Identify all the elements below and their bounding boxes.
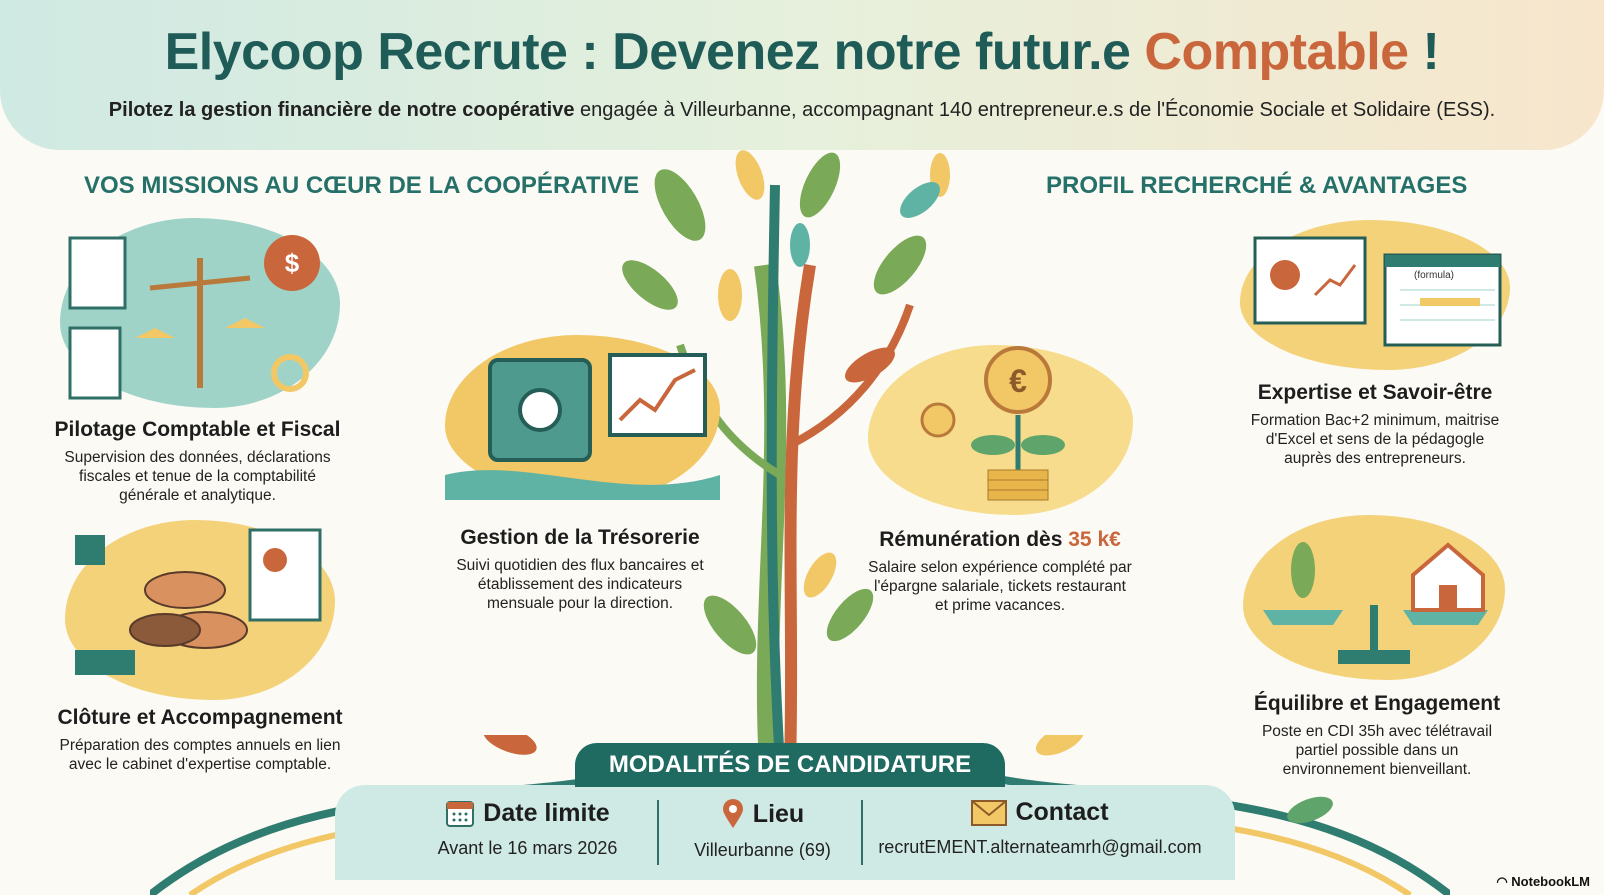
mission-desc: Supervision des données, déclarations fi… (64, 449, 331, 504)
profile-desc: Formation Bac+2 minimum, maitrise d'Exce… (1250, 412, 1500, 467)
contact-column: Contact recrutEMENT.alternateamrh@gmail.… (870, 798, 1210, 858)
location-column: Lieu Villeurbanne (69) (670, 798, 855, 861)
spreadsheet-illustration: (formula) (1240, 220, 1510, 370)
mission-desc: Préparation des comptes annuels en lien … (59, 737, 341, 773)
mission-title: Pilotage Comptable et Fiscal (54, 418, 341, 441)
page-title: Elycoop Recrute : Devenez notre futur.e … (164, 23, 1440, 81)
deadline-column: Date limite Avant le 16 mars 2026 (420, 798, 635, 859)
application-panel (335, 785, 1235, 880)
contact-email[interactable]: recrutEMENT.alternateamrh@gmail.com (878, 837, 1202, 857)
accounting-scale-illustration: $ (60, 218, 340, 408)
svg-text:€: € (1009, 363, 1027, 399)
header-band (0, 0, 1604, 150)
title-accent: Comptable (1144, 23, 1409, 81)
salary-value: 35 k€ (1068, 528, 1121, 551)
mission-card-pilotage: Pilotage Comptable et Fiscal Supervision… (40, 418, 355, 505)
subtitle: Pilotez la gestion financière de notre c… (108, 99, 1496, 121)
handshake-illustration (65, 520, 335, 700)
formula-label: (formula) (1414, 270, 1455, 281)
divider (657, 800, 659, 865)
tree-illustration (622, 150, 950, 766)
location-label: Lieu (752, 799, 805, 828)
profile-desc: Salaire selon expérience complété par l'… (868, 559, 1132, 614)
mission-title: Clôture et Accompagnement (57, 706, 343, 729)
profile-title: Expertise et Savoir-être (1257, 381, 1493, 404)
mission-desc: Suivi quotidien des flux bancaires et ét… (456, 557, 704, 612)
section-heading-profile: PROFIL RECHERCHÉ & AVANTAGES (1046, 172, 1468, 199)
map-pin-icon (722, 799, 743, 828)
profile-title: Équilibre et Engagement (1253, 692, 1501, 715)
euro-plant-illustration: € (868, 345, 1133, 515)
envelope-icon (971, 799, 1008, 826)
profile-card-equilibre: Équilibre et Engagement Poste en CDI 35h… (1232, 692, 1522, 779)
calendar-icon (446, 801, 475, 827)
mission-card-tresorerie: Gestion de la Trésorerie Suivi quotidien… (435, 526, 725, 613)
location-value: Villeurbanne (69) (694, 840, 831, 860)
application-banner: MODALITÉS DE CANDIDATURE (575, 743, 1005, 787)
profile-card-expertise: Expertise et Savoir-être Formation Bac+2… (1230, 381, 1520, 468)
contact-label: Contact (1015, 798, 1109, 826)
mission-title: Gestion de la Trésorerie (460, 526, 700, 549)
svg-text:$: $ (285, 248, 300, 278)
divider (861, 800, 863, 865)
profile-card-remuneration: Rémunération dès 35 k€ Salaire selon exp… (860, 528, 1140, 615)
profile-desc: Poste en CDI 35h avec télétravail partie… (1261, 723, 1493, 778)
balance-house-illustration (1243, 515, 1505, 680)
profile-title: Rémunération dès 35 k€ (879, 528, 1121, 551)
section-heading-missions: VOS MISSIONS AU CŒUR DE LA COOPÉRATIVE (84, 172, 640, 199)
deadline-value: Avant le 16 mars 2026 (437, 838, 618, 858)
safe-chart-illustration (445, 335, 720, 500)
mission-card-cloture: Clôture et Accompagnement Préparation de… (40, 706, 360, 774)
deadline-label: Date limite (483, 798, 610, 827)
notebooklm-watermark: ◠ NotebookLM (1496, 874, 1590, 889)
